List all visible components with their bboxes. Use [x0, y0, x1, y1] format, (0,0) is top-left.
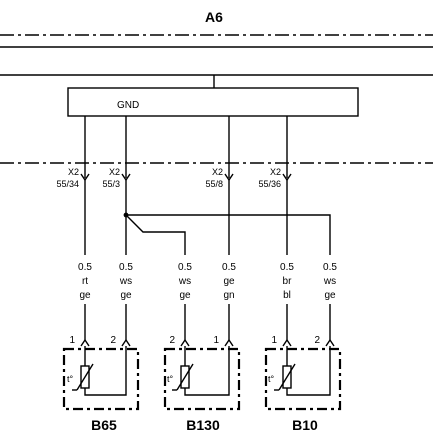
- connector-pin: 55/36: [258, 179, 281, 189]
- thermistor-slash-icon: [278, 363, 296, 391]
- wire-size: 0.5: [222, 262, 236, 273]
- wire-label-1: 0.5 rt ge: [78, 262, 92, 301]
- wire-color-2: bl: [283, 290, 291, 301]
- connector-x2-55-36: X2 55/36: [258, 167, 292, 189]
- gnd-label: GND: [117, 100, 139, 111]
- thermistor-slash-icon: [176, 363, 194, 391]
- wire-color-2: ge: [79, 290, 91, 301]
- connector-pin: 55/8: [205, 179, 223, 189]
- wire-label-6: 0.5 ws ge: [323, 262, 338, 301]
- pin-arrow-icon: [224, 338, 234, 347]
- connector-pin: 55/3: [102, 179, 120, 189]
- sensor-internal-wire: [84, 346, 127, 396]
- wire-label-5: 0.5 br bl: [280, 262, 294, 301]
- sensor-b130: 2 1 t° B130: [163, 335, 241, 433]
- connector-name: X2: [270, 167, 281, 177]
- sensor-internal-wire: [286, 346, 331, 396]
- pin-label: 2: [314, 335, 320, 346]
- wire-color-1: ws: [119, 276, 132, 287]
- wire-size: 0.5: [119, 262, 133, 273]
- pin-arrow-icon: [325, 338, 335, 347]
- wire-color-1: rt: [82, 276, 88, 287]
- pin-arrow-icon: [80, 338, 90, 347]
- temperature-symbol: t°: [67, 374, 74, 384]
- sensor-b65: 1 2 t° B65: [62, 335, 140, 433]
- connector-name: X2: [212, 167, 223, 177]
- temperature-symbol: t°: [167, 374, 174, 384]
- connector-pin: 55/34: [56, 179, 79, 189]
- pin-label: 1: [213, 335, 219, 346]
- module-title: A6: [205, 9, 223, 25]
- pin-label: 1: [271, 335, 277, 346]
- pin-arrow-icon: [180, 338, 190, 347]
- pin-label: 1: [69, 335, 75, 346]
- connector-name: X2: [109, 167, 120, 177]
- sensor-housing: [62, 347, 140, 411]
- wire-size: 0.5: [178, 262, 192, 273]
- thermistor-slash-icon: [76, 363, 94, 391]
- sensor-housing: [163, 347, 241, 411]
- wire-color-2: gn: [223, 290, 234, 301]
- sensor-b10: 1 2 t° B10: [264, 335, 342, 433]
- wire-color-2: ge: [120, 290, 132, 301]
- wire-6-branch: [126, 214, 331, 255]
- wire-size: 0.5: [78, 262, 92, 273]
- connector-x2-55-34: X2 55/34: [56, 167, 90, 189]
- sensor-name: B10: [292, 417, 318, 433]
- sensor-name: B130: [186, 417, 220, 433]
- wire-color-1: ws: [323, 276, 336, 287]
- wire-color-1: ge: [223, 276, 235, 287]
- wire-label-4: 0.5 ge gn: [222, 262, 236, 301]
- wire-color-2: ge: [324, 290, 336, 301]
- wire-color-2: ge: [179, 290, 191, 301]
- sensor-housing: [264, 347, 342, 411]
- wire-3-branch: [125, 214, 186, 255]
- sensor-internal-wire: [184, 346, 230, 396]
- pin-arrow-icon: [282, 338, 292, 347]
- pin-arrow-icon: [121, 338, 131, 347]
- temperature-symbol: t°: [268, 374, 275, 384]
- connector-name: X2: [68, 167, 79, 177]
- wire-label-2: 0.5 ws ge: [119, 262, 134, 301]
- wire-color-1: br: [283, 276, 293, 287]
- pin-label: 2: [169, 335, 175, 346]
- wire-label-3: 0.5 ws ge: [178, 262, 193, 301]
- sensor-name: B65: [91, 417, 117, 433]
- pin-label: 2: [110, 335, 116, 346]
- wire-size: 0.5: [323, 262, 337, 273]
- wire-size: 0.5: [280, 262, 294, 273]
- gnd-block: [67, 87, 359, 117]
- wire-color-1: ws: [178, 276, 191, 287]
